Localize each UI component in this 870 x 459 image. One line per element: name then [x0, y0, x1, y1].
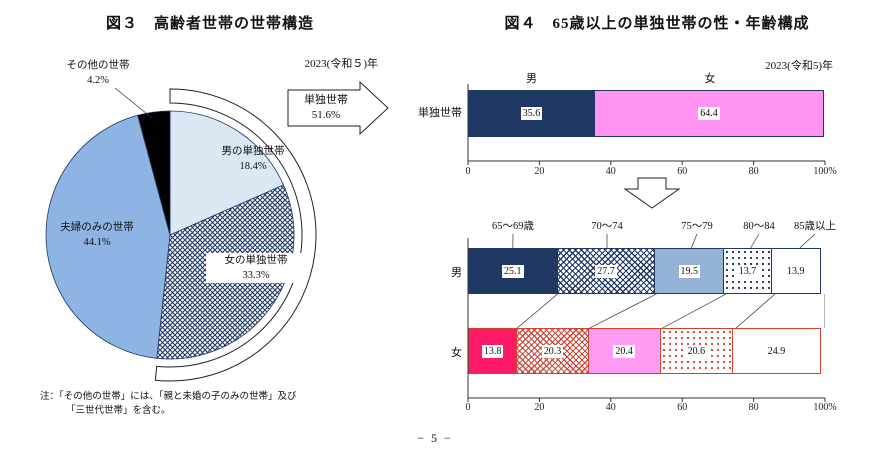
pie-label-female-single-value: 33.3%	[242, 270, 270, 281]
age-group-label-0: 65～69歳	[492, 221, 534, 232]
female-bar-seg-2: 20.4	[587, 328, 661, 374]
axis-tick-label: 0	[465, 402, 471, 413]
male-bar-seg-4-value: 13.9	[785, 264, 807, 278]
pie-label-female-single: 女の単独世帯 33.3%	[206, 253, 306, 283]
axis-tick-label: 60	[677, 402, 688, 413]
pie-label-female-single-name: 女の単独世帯	[224, 255, 288, 266]
axis-tick-label: 80	[748, 402, 759, 413]
age-group-label-4: 85歳以上	[794, 221, 836, 232]
segment-connector-line	[589, 294, 657, 328]
axis-tick-label: 0	[465, 166, 471, 177]
single-household-ring	[154, 88, 317, 382]
axis-tick-label: 60	[677, 166, 688, 177]
pie-label-other-value: 4.2%	[87, 75, 109, 86]
sex-bar-row-label: 単独世帯	[418, 107, 462, 119]
pie-slice-1	[169, 110, 285, 236]
pie-label-couple: 夫婦のみの世帯 44.1%	[46, 220, 148, 250]
pie-label-couple-name: 夫婦のみの世帯	[60, 222, 134, 233]
fig3-title: 図３ 高齢者世帯の世帯構造	[105, 16, 314, 32]
male-row-label: 男	[451, 267, 462, 279]
fig3-year-label: 2023(令和５)年	[304, 58, 378, 70]
male-bar-seg-1-value: 27.7	[595, 264, 617, 278]
female-bar-seg-3: 20.6	[659, 328, 734, 374]
female-row-label: 女	[451, 347, 462, 359]
down-arrow-icon	[623, 177, 681, 209]
fig3-note-line2: 「三世代世帯」を含む。	[66, 405, 171, 416]
male-bar-seg-0-value: 25.1	[502, 264, 524, 278]
age-group-header-row: 65～69歳 70～74 75～79 80～84 85歳以上	[468, 218, 836, 234]
female-bar-seg-4-value: 24.9	[765, 344, 788, 358]
axis-tick-label: 20	[534, 402, 545, 413]
page-number: − 5 −	[417, 431, 453, 445]
segment-connector-lines	[517, 294, 825, 328]
axis-tick-label: 100%	[813, 166, 837, 177]
pie-slice-4	[137, 110, 171, 236]
female-bar-seg-1-value: 20.3	[541, 344, 564, 358]
age-chart-tick-labels: 0 20 40 60 80 100%	[465, 402, 837, 415]
pie-label-couple-value: 44.1%	[83, 237, 111, 248]
age-chart-axes	[467, 238, 826, 402]
age-group-label-3: 80～84	[743, 221, 775, 232]
sex-bar-seg-1: 64.4	[594, 90, 824, 137]
other-label-leader-line	[114, 87, 153, 119]
pie-label-male-single-name: 男の単独世帯	[221, 146, 285, 157]
fig3-note: 注：「その他の世帯」には、「親と未婚の子のみの世帯」及び 「三世代世帯」を含む。	[40, 391, 297, 418]
axis-tick-label: 20	[534, 166, 545, 177]
sex-bar-seg-1-value: 64.4	[698, 107, 720, 120]
age-header-connector	[750, 233, 760, 249]
male-bar-seg-3: 13.7	[723, 248, 772, 294]
callout-label: 単独世帯	[304, 94, 348, 106]
female-bar-seg-2-value: 20.4	[613, 344, 635, 358]
male-bar-seg-4: 13.9	[770, 248, 821, 294]
segment-connector-line	[735, 294, 776, 328]
age-header-connector	[690, 233, 698, 249]
pie-label-male-single: 男の単独世帯 18.4%	[203, 144, 303, 174]
age-header-connector-lines	[512, 233, 816, 249]
single-household-callout-arrow	[287, 80, 389, 136]
sex-label-1: 女	[704, 73, 716, 85]
male-age-bar: 25.1 27.7 19.5 13.7 13.9	[468, 248, 825, 294]
segment-connector-line	[517, 294, 558, 328]
down-arrow-shape	[623, 177, 681, 209]
male-bar-seg-2-value: 19.5	[678, 264, 701, 278]
age-group-label-1: 70～74	[591, 221, 623, 232]
female-bar-seg-0-value: 13.8	[481, 344, 504, 358]
segment-connector-line	[662, 294, 727, 328]
pie-label-other-name: その他の世帯	[66, 60, 130, 71]
female-bar-seg-3-value: 20.6	[685, 344, 708, 358]
female-bar-seg-4: 24.9	[732, 328, 821, 374]
callout-value: 51.6%	[311, 109, 341, 121]
axis-tick-label: 80	[748, 166, 759, 177]
female-age-bar: 13.8 20.3 20.4 20.6 24.9	[468, 328, 825, 374]
male-bar-seg-1: 27.7	[556, 248, 656, 294]
male-bar-seg-2: 19.5	[654, 248, 725, 294]
fig3-note-line1: 注：「その他の世帯」には、「親と未婚の子のみの世帯」及び	[40, 392, 297, 402]
axis-tick-label: 100%	[813, 402, 837, 413]
sex-labels-row: 男女	[468, 70, 825, 86]
age-group-label-2: 75～79	[681, 221, 713, 232]
axis-tick-label: 40	[605, 402, 616, 413]
fig4-year-label: 2023(令和5)年	[765, 60, 833, 72]
sex-chart-axes	[467, 84, 826, 165]
age-header-connector	[799, 233, 816, 249]
pie-slice-3	[45, 114, 171, 359]
sex-composition-bar: 35.6 64.4	[468, 90, 825, 137]
pie-label-other: その他の世帯 4.2%	[52, 58, 144, 88]
sex-bar-seg-0-value: 35.6	[520, 107, 543, 120]
female-bar-seg-0: 13.8	[468, 328, 518, 374]
sex-label-0: 男	[526, 73, 538, 85]
pie-label-male-single-value: 18.4%	[239, 161, 267, 172]
male-bar-seg-3-value: 13.7	[736, 264, 759, 278]
sex-chart-tick-labels: 0 20 40 60 80 100%	[465, 166, 837, 179]
ring-callout-text: 単独世帯 51.6%	[291, 93, 361, 123]
axis-tick-label: 40	[605, 166, 616, 177]
fig4-title: 図４ 65歳以上の単独世帯の性・年齢構成	[504, 16, 810, 32]
sex-bar-seg-0: 35.6	[468, 90, 596, 137]
